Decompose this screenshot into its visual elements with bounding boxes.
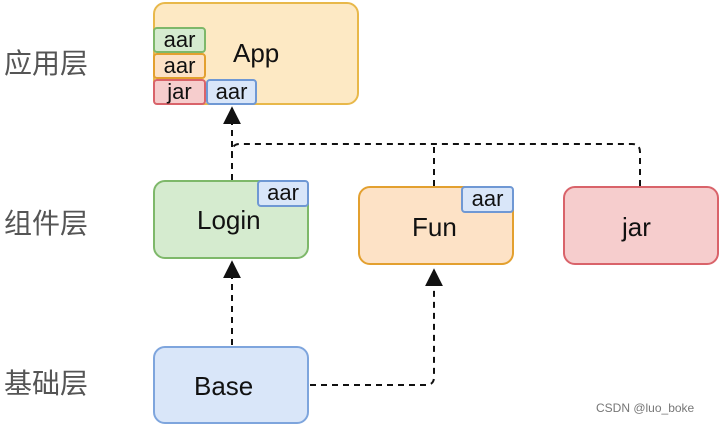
jar-node xyxy=(563,186,719,265)
fun-tag-aar: aar xyxy=(461,186,514,213)
jar-node-label: jar xyxy=(622,212,651,242)
base-node-label: Base xyxy=(194,371,254,401)
watermark: CSDN @luo_boke xyxy=(596,401,695,415)
layer-label-base: 基础层 xyxy=(4,367,89,400)
app-node-label: App xyxy=(233,38,280,68)
app-tag-aar-blue: aar xyxy=(206,79,257,105)
edge-bus-to-app xyxy=(231,143,641,186)
login-tag-aar: aar xyxy=(257,180,309,207)
app-tag-aar-orange: aar xyxy=(153,53,206,79)
edge-base-to-fun xyxy=(310,268,443,386)
fun-node-label: Fun xyxy=(412,212,457,242)
base-node xyxy=(153,346,309,424)
app-tag-jar-red: jar xyxy=(153,79,206,105)
login-node-label: Login xyxy=(197,205,261,235)
app-tag-aar-green: aar xyxy=(153,27,206,53)
layer-label-component: 组件层 xyxy=(4,207,89,240)
layer-label-app: 应用层 xyxy=(4,47,89,80)
